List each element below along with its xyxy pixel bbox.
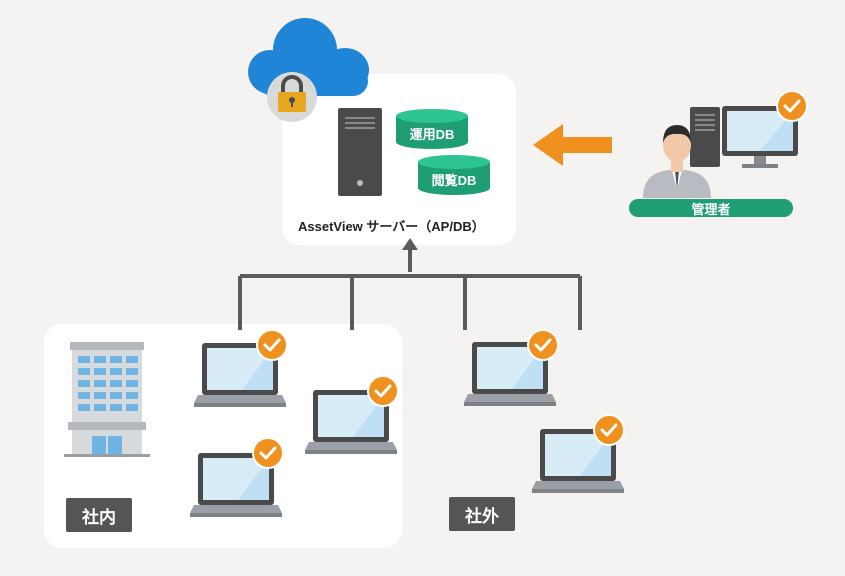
admin-check-icon (775, 89, 809, 123)
check-icon-external-2 (592, 413, 626, 447)
db-cylinder-operation (396, 109, 468, 149)
admin-pc-tower-icon (690, 107, 720, 167)
zone-tag-internal: 社内 (66, 498, 132, 532)
db-label-operation: 運用DB (409, 127, 455, 142)
zone-tag-external: 社外 (449, 497, 515, 531)
db-cylinder-browse (418, 155, 490, 195)
admin-person-icon (643, 125, 711, 198)
admin-arrow (533, 124, 612, 166)
server-label: AssetView サーバー（AP/DB） (298, 219, 485, 234)
admin-label: 管理者 (629, 199, 793, 217)
lock-icon (267, 72, 317, 122)
server-tower-icon (338, 108, 382, 196)
check-icon-external-1 (526, 328, 560, 362)
office-building-icon (64, 342, 150, 457)
check-icon-internal-2 (366, 374, 400, 408)
check-icon-internal-3 (251, 436, 285, 470)
db-label-browse: 閲覧DB (431, 173, 477, 188)
upward-arrow-head (402, 238, 418, 250)
admin-monitor-icon (722, 106, 798, 168)
network-lines (238, 248, 582, 330)
check-icon-internal-1 (255, 328, 289, 362)
